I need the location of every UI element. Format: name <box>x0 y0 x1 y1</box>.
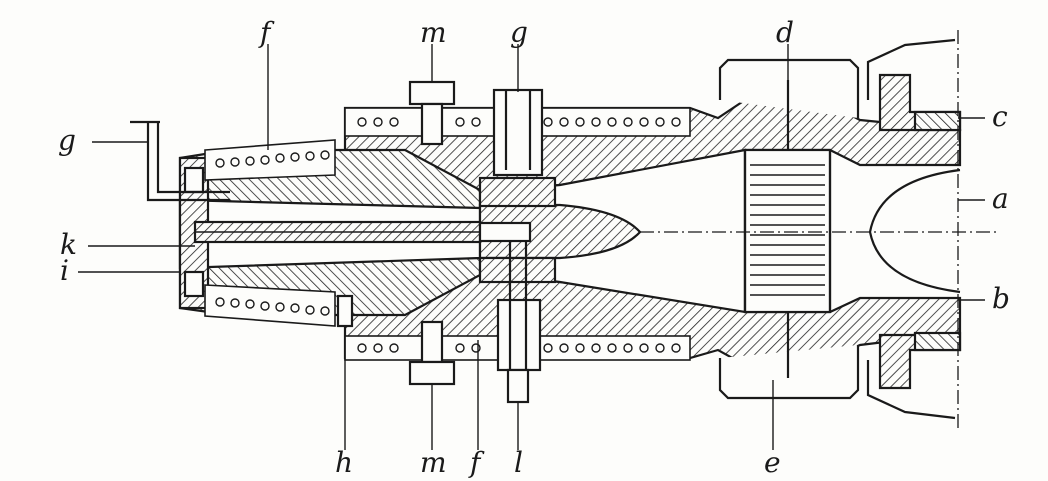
label-b: b <box>992 282 1010 315</box>
label-m-top: m <box>420 16 447 49</box>
label-m-bottom: m <box>420 446 447 479</box>
lower-lead-tube <box>478 240 557 404</box>
fin-lines <box>750 164 825 296</box>
central-rod <box>193 220 497 244</box>
leader-lines <box>78 44 985 450</box>
label-c: c <box>992 100 1008 133</box>
label-i: i <box>60 254 69 287</box>
label-k: k <box>60 228 77 261</box>
arc-profile <box>868 168 961 294</box>
conical-tip <box>478 203 642 260</box>
right-flange <box>866 38 962 420</box>
label-g-top: g <box>510 16 528 49</box>
label-h: h <box>335 446 353 479</box>
coil-windings-lower-left <box>215 297 330 316</box>
cooling-ring <box>743 148 832 314</box>
label-l: l <box>514 446 523 479</box>
label-f-bottom: f <box>468 446 485 479</box>
gas-inlet-top <box>478 88 557 208</box>
collar-h <box>336 294 354 328</box>
gas-pipe-left <box>130 120 230 202</box>
label-a: a <box>992 182 1009 215</box>
bolt-top <box>408 80 456 146</box>
coil-windings-upper-left <box>215 150 330 168</box>
left-coil-lower <box>204 284 336 327</box>
label-g-left: g <box>58 124 76 157</box>
label-f-top: f <box>258 16 275 49</box>
label-d: d <box>776 16 794 49</box>
left-coil-upper <box>204 139 336 181</box>
bolt-bottom <box>408 320 456 386</box>
label-e: e <box>764 446 781 479</box>
tip-cavity <box>478 221 532 243</box>
